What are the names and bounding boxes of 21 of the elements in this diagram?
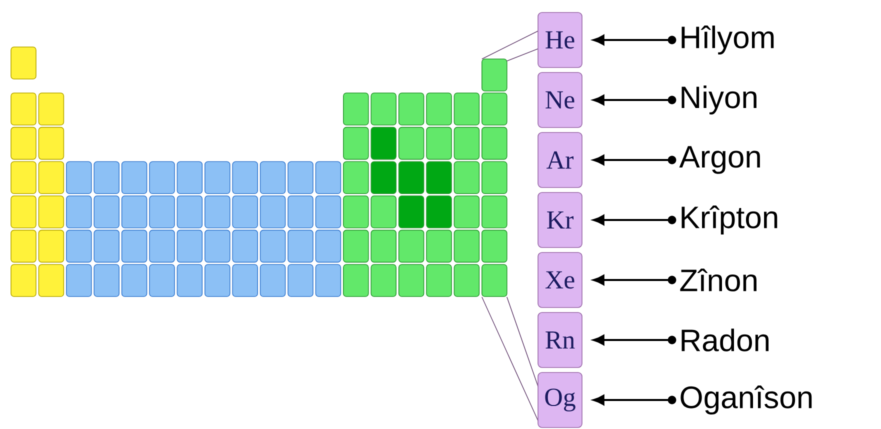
element-box: Ar: [538, 132, 582, 188]
element-box: He: [538, 12, 582, 68]
arrow: [593, 94, 676, 106]
element-name: Zînon: [680, 268, 756, 292]
arrow: [593, 334, 676, 346]
element-box: Ne: [538, 72, 582, 128]
element-name: Krîpton: [682, 206, 778, 234]
element-box: Og: [538, 372, 582, 428]
element-box: Rn: [538, 312, 582, 368]
element-name: Radon: [682, 328, 769, 352]
element-box: Kr: [538, 192, 582, 248]
element-box: Xe: [538, 252, 582, 308]
element-name: Oganîson: [680, 386, 812, 414]
element-name: Niyon: [682, 86, 756, 114]
arrow: [593, 154, 676, 166]
arrow: [593, 274, 676, 286]
arrow: [593, 214, 676, 226]
arrow: [593, 34, 676, 46]
element-name: Hîlyom: [682, 26, 774, 54]
element-name: Argon: [679, 146, 760, 174]
arrow: [593, 394, 676, 406]
